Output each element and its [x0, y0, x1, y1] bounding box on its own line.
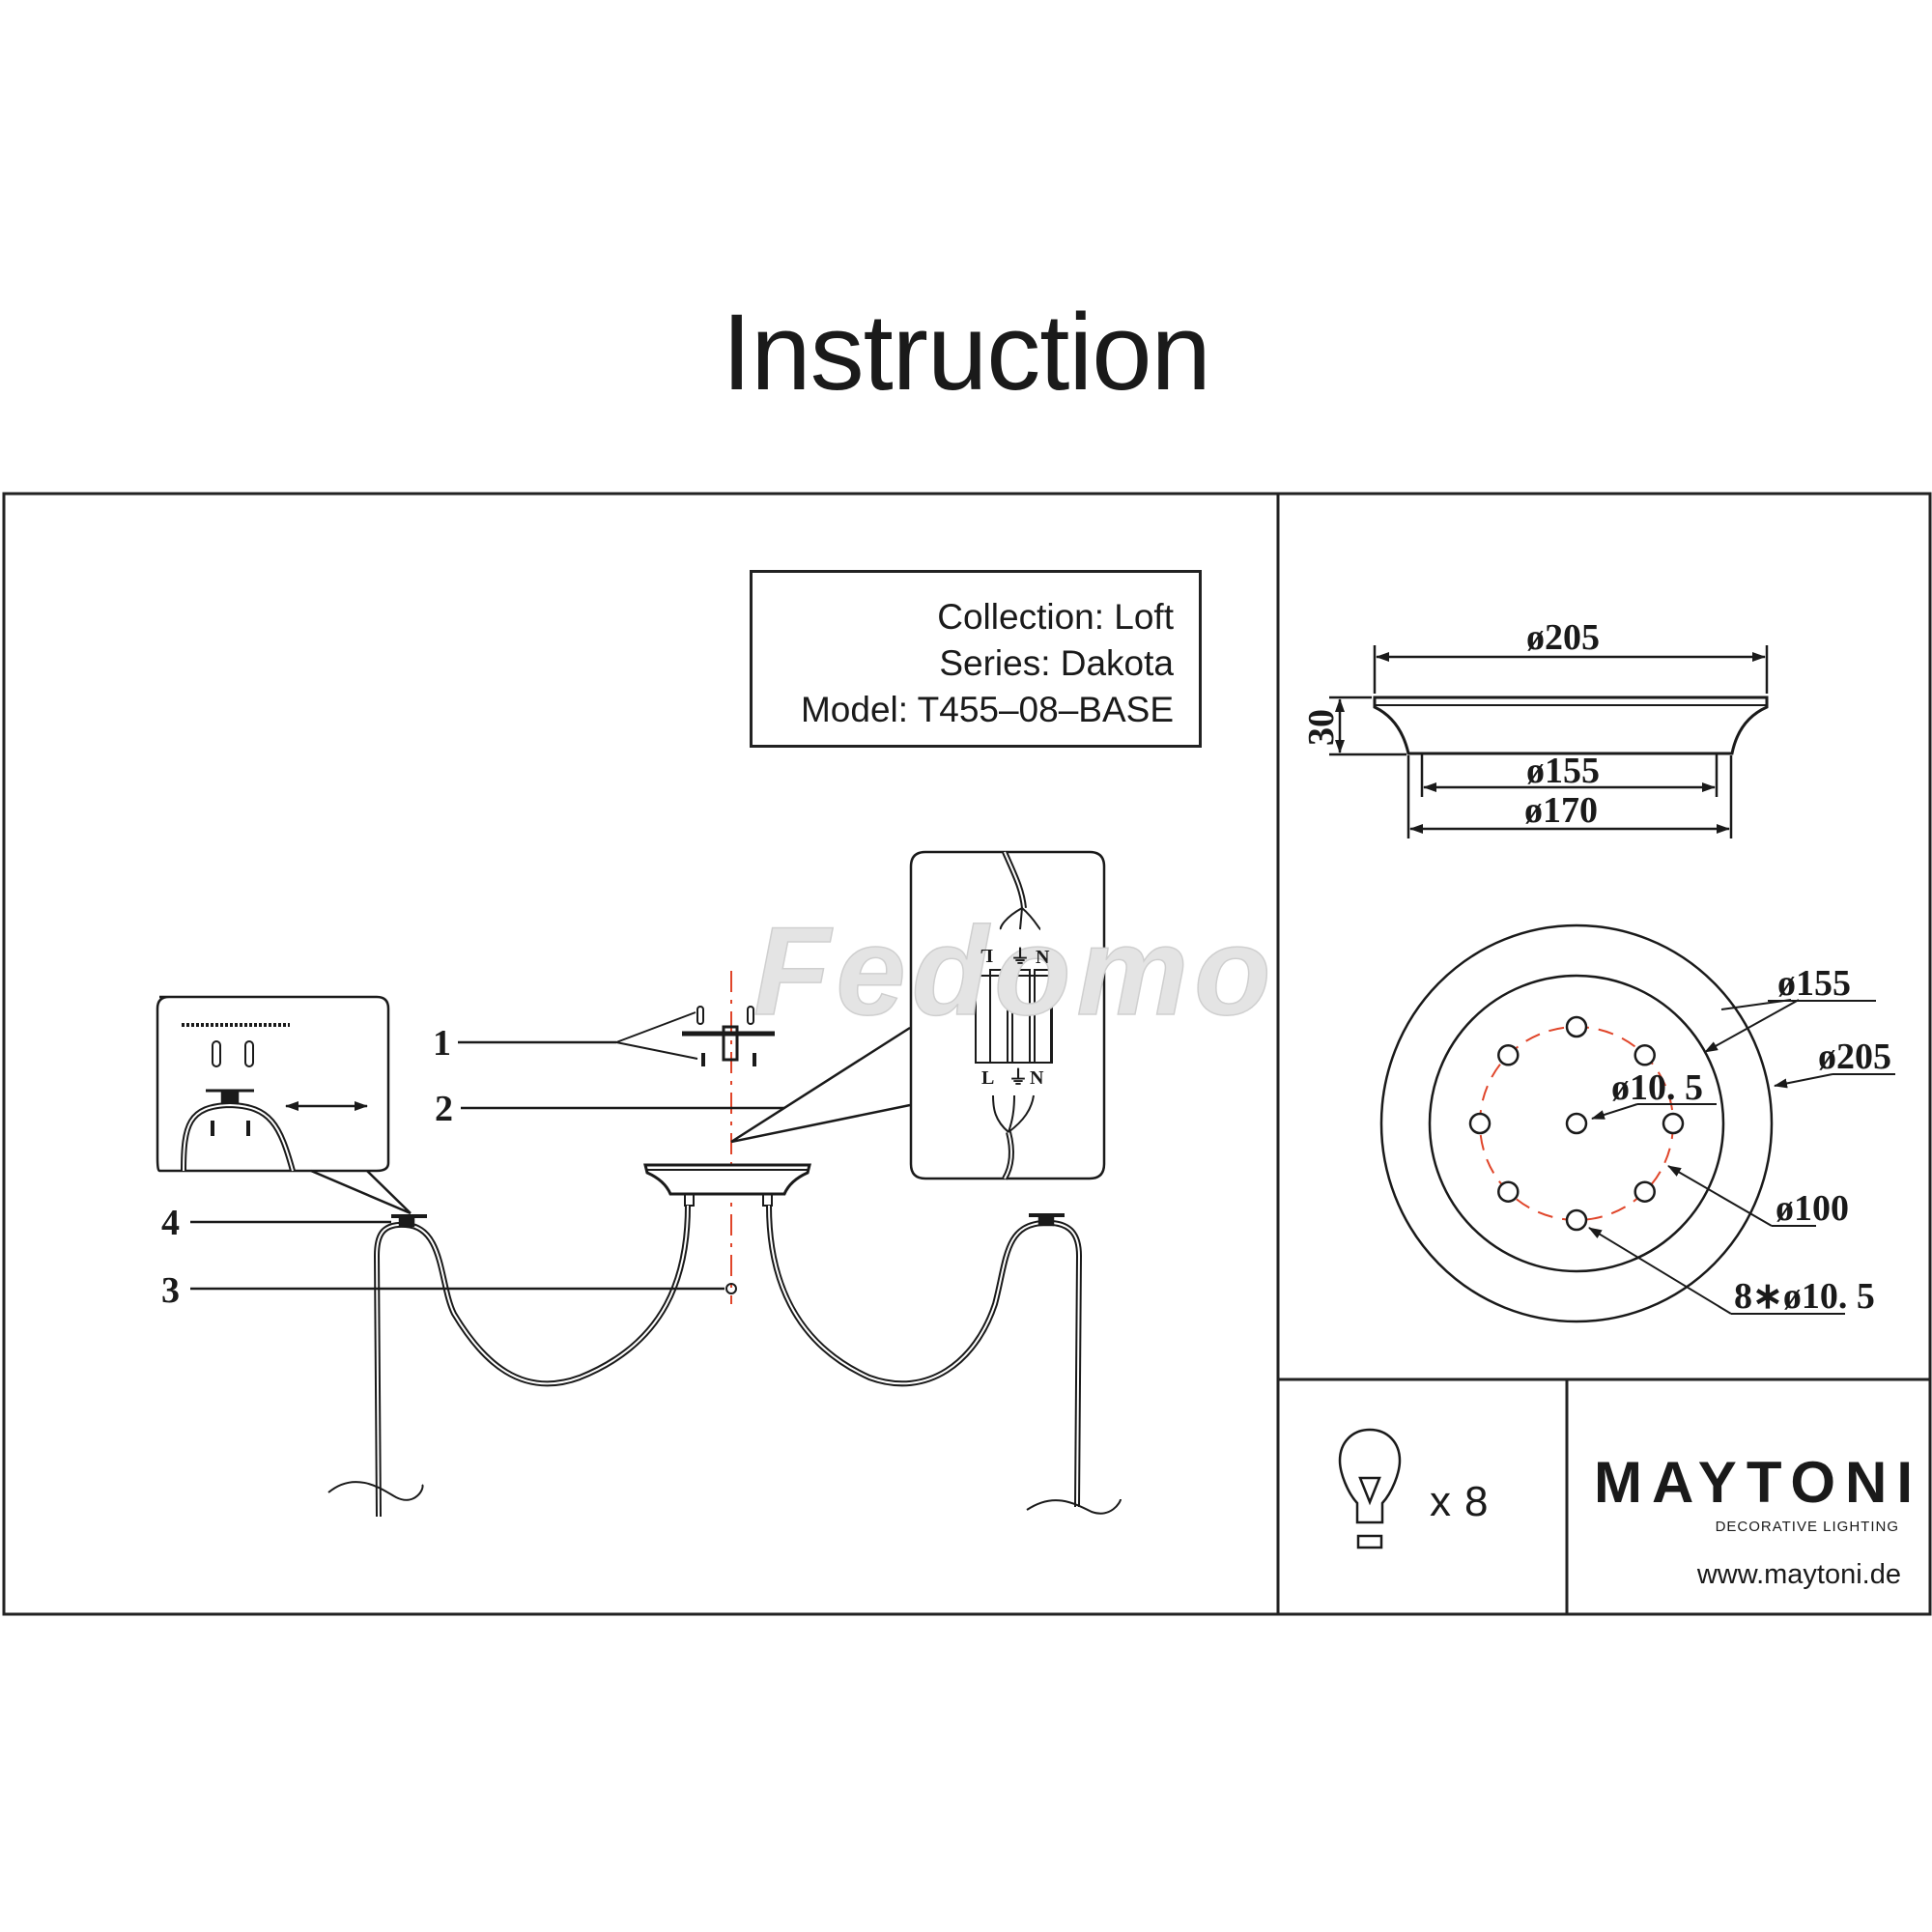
side-view: [1329, 645, 1769, 838]
top-view: [1379, 923, 1895, 1323]
collection-label: Collection: Loft: [937, 597, 1174, 637]
dim-inner-ring: ø155: [1777, 963, 1851, 1004]
dim-outer-ring: ø205: [1818, 1037, 1891, 1077]
mounting-hole: [1565, 1015, 1588, 1038]
mounting-hole: [1497, 1044, 1520, 1066]
terminal-top-n: N: [1036, 947, 1050, 968]
dim-bolt-circle: ø100: [1776, 1188, 1849, 1229]
mounting-bracket: [682, 1006, 775, 1066]
left-cable: [373, 1205, 691, 1518]
model-label: Model: T455–08–BASE: [800, 690, 1174, 729]
frame: [2, 492, 1932, 1616]
terminal-bottom-earth: ⏚: [1009, 1066, 1028, 1089]
series-label: Series: Dakota: [939, 643, 1174, 683]
bulb-multiplier: x: [1430, 1478, 1464, 1525]
mounting-hole: [1634, 1044, 1656, 1066]
page-title: Instruction: [722, 292, 1211, 412]
terminal-top-l: L: [980, 945, 993, 966]
brand-logo: MAYTONI: [1594, 1450, 1923, 1515]
mounting-hole: [1565, 1208, 1588, 1232]
bulb-count: x8: [1430, 1478, 1501, 1526]
brand-tagline: DECORATIVE LIGHTING: [1715, 1519, 1899, 1535]
center-hole: [1565, 1112, 1588, 1135]
product-info-box: Collection: Loft Series: Dakota Model: T…: [750, 570, 1202, 748]
mounting-hole: [1468, 1112, 1492, 1135]
mounting-hole: [1497, 1180, 1520, 1203]
watermark: Fedomo: [753, 900, 1277, 1041]
right-cable: [766, 1205, 1083, 1508]
mounting-hole: [1634, 1180, 1656, 1203]
mounting-hole: [1662, 1112, 1685, 1135]
canopy: [643, 1163, 811, 1196]
terminal-top-earth: ⏚: [1010, 946, 1030, 968]
terminal-bottom-n: N: [1030, 1067, 1044, 1089]
dim-inner-diameter: ø155: [1526, 751, 1600, 791]
terminal-bottom-l: L: [981, 1067, 994, 1089]
light-bulb-icon: [1338, 1428, 1402, 1549]
dim-base-diameter: ø170: [1524, 790, 1598, 831]
dim-holes: 8∗ø10. 5: [1734, 1276, 1875, 1317]
dim-center-hole: ø10. 5: [1611, 1067, 1703, 1108]
clip-detail-inset: [156, 995, 412, 1215]
dim-height: 30: [1301, 709, 1342, 746]
brand-website[interactable]: www.maytoni.de: [1696, 1559, 1901, 1590]
callout-4: 4: [161, 1203, 180, 1243]
callout-1: 1: [433, 1023, 451, 1064]
terminal-detail-inset: [909, 850, 1106, 1180]
callout-3: 3: [161, 1270, 180, 1311]
dim-top-diameter: ø205: [1526, 617, 1600, 658]
callout-2: 2: [435, 1089, 453, 1129]
assembly-diagram: [156, 850, 1122, 1518]
mounting-holes: [1468, 1015, 1685, 1232]
bulb-count-value: 8: [1464, 1478, 1502, 1525]
